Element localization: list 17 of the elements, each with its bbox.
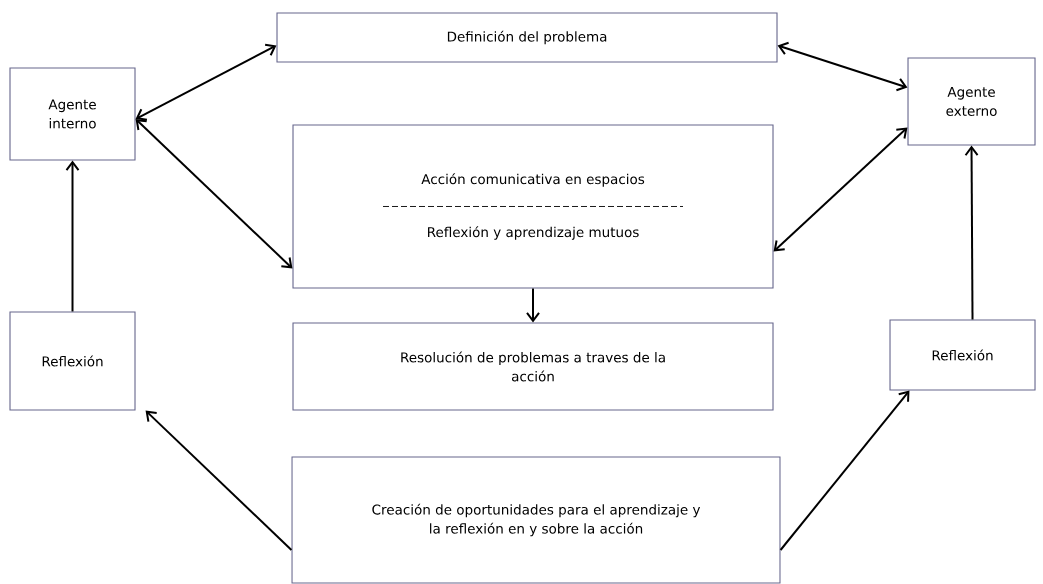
arrow: [779, 390, 910, 551]
arrow: [773, 127, 908, 252]
process-box: Definición del problema: [276, 12, 778, 63]
process-box: Agente interno: [9, 67, 136, 161]
arrow: [964, 145, 979, 321]
arrow: [145, 410, 293, 551]
process-box: Creación de oportunidades para el aprendizaje y la reflexión en y sobre la acción: [291, 456, 781, 584]
process-box: Reflexión: [9, 311, 136, 411]
process-box: Resolución de problemas a traves de la acción: [292, 322, 774, 411]
arrow: [135, 43, 277, 121]
process-box: Agente externo: [907, 57, 1036, 146]
arrow: [135, 119, 293, 269]
process-box: Acción comunicativa en espacios Reflexión y aprendizaje mutuos: [292, 124, 774, 289]
arrow: [65, 160, 80, 313]
arrow: [777, 41, 908, 92]
process-box: Reflexión: [889, 319, 1036, 391]
arrow: [526, 287, 540, 323]
